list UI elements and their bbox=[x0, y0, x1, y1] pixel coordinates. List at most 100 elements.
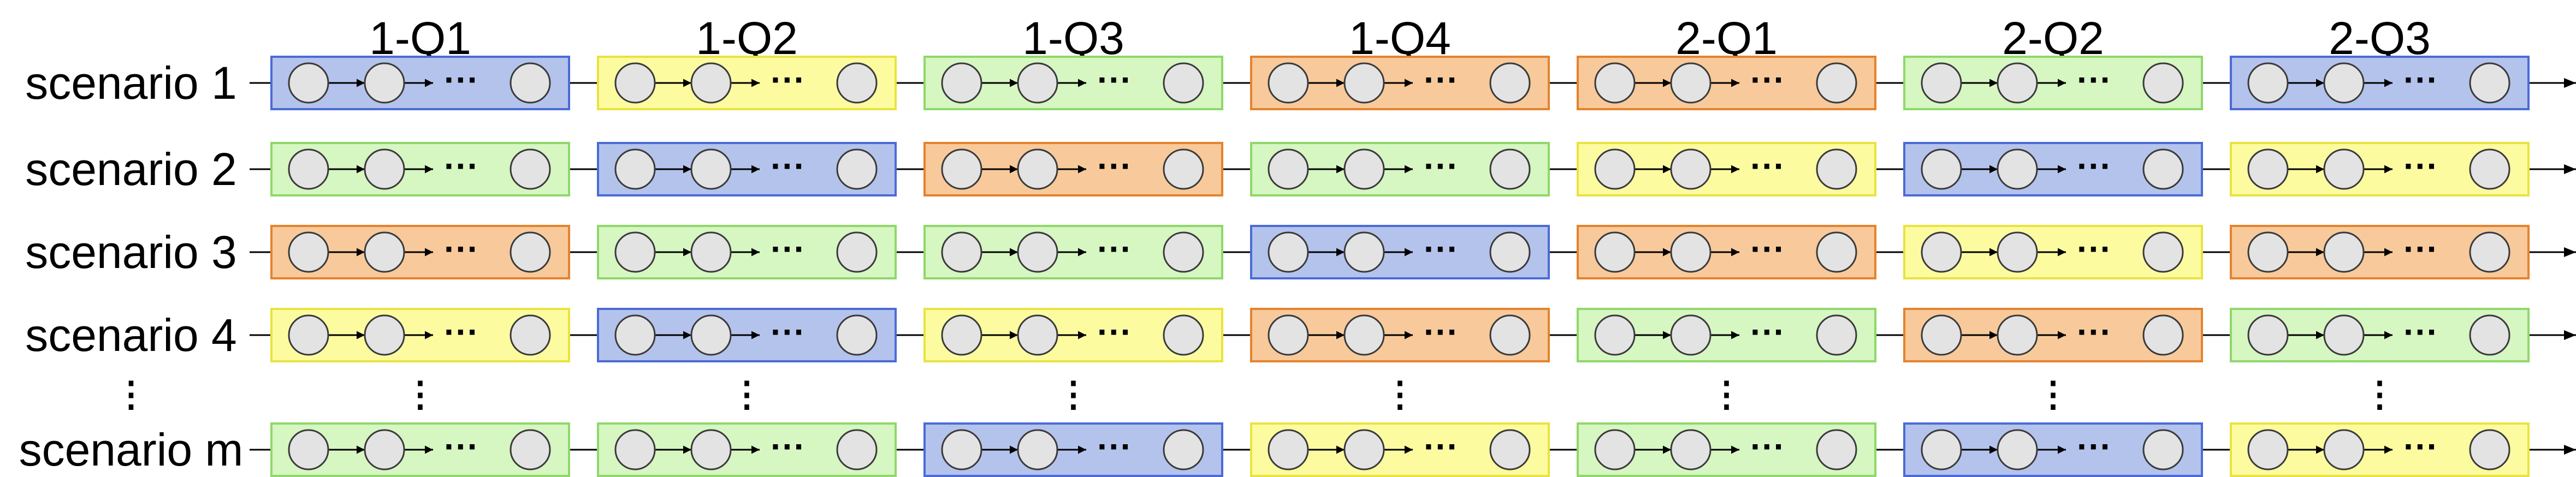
quarter-block-orange: ··· bbox=[1577, 56, 1876, 110]
state-node bbox=[2323, 62, 2365, 104]
state-node bbox=[2142, 62, 2184, 104]
state-node bbox=[2469, 148, 2510, 190]
timeline-arrowhead bbox=[2564, 330, 2576, 340]
timeline-arrowhead bbox=[2564, 445, 2576, 455]
state-node bbox=[1670, 314, 1712, 356]
state-node bbox=[941, 314, 982, 356]
ellipsis-dots: ··· bbox=[444, 312, 479, 351]
state-node bbox=[2247, 429, 2289, 470]
state-node bbox=[836, 429, 878, 470]
ellipsis-dots: ··· bbox=[2077, 146, 2112, 186]
state-node bbox=[614, 314, 656, 356]
ellipsis-dots: ··· bbox=[1424, 146, 1459, 186]
scenario-row: scenario 4····················· bbox=[25, 308, 2576, 362]
quarter-block-green: ··· bbox=[270, 142, 570, 196]
state-node bbox=[2247, 314, 2289, 356]
ellipsis-dots: ··· bbox=[1097, 312, 1132, 351]
state-node bbox=[941, 231, 982, 273]
state-node bbox=[614, 148, 656, 190]
state-node bbox=[2469, 62, 2510, 104]
state-node bbox=[1163, 429, 1204, 470]
vertical-ellipsis: ⋮ bbox=[2036, 374, 2071, 414]
quarter-block-yellow: ··· bbox=[270, 308, 570, 362]
state-node bbox=[614, 62, 656, 104]
state-node bbox=[1921, 231, 1962, 273]
state-node bbox=[1594, 148, 1636, 190]
state-node bbox=[510, 231, 551, 273]
state-node bbox=[288, 314, 329, 356]
ellipsis-dots: ··· bbox=[444, 60, 479, 99]
ellipsis-dots: ··· bbox=[2403, 60, 2438, 99]
column-header: 2-Q3 bbox=[2329, 13, 2431, 64]
state-node bbox=[1670, 148, 1712, 190]
quarter-block-orange: ··· bbox=[1903, 308, 2203, 362]
state-node bbox=[2142, 148, 2184, 190]
state-node bbox=[1816, 148, 1857, 190]
ellipsis-dots: ··· bbox=[1424, 60, 1459, 99]
ellipsis-dots: ··· bbox=[2403, 229, 2438, 269]
ellipsis-dots: ··· bbox=[1097, 229, 1132, 269]
state-node bbox=[836, 62, 878, 104]
column-header: 2-Q2 bbox=[2002, 13, 2104, 64]
ellipsis-dots: ··· bbox=[2077, 60, 2112, 99]
state-node bbox=[1343, 148, 1385, 190]
column-header: 1-Q2 bbox=[696, 13, 798, 64]
timeline-arrowhead bbox=[2564, 164, 2576, 174]
state-node bbox=[1816, 231, 1857, 273]
state-node bbox=[288, 429, 329, 470]
state-node bbox=[1017, 429, 1058, 470]
quarter-block-blue: ··· bbox=[1903, 142, 2203, 196]
state-node bbox=[1594, 231, 1636, 273]
state-node bbox=[1163, 314, 1204, 356]
quarter-block-orange: ··· bbox=[1577, 225, 1876, 279]
state-node bbox=[1017, 314, 1058, 356]
ellipsis-dots: ··· bbox=[2403, 427, 2438, 466]
vertical-ellipsis: ⋮ bbox=[1056, 374, 1091, 414]
quarter-block-green: ··· bbox=[1577, 422, 1876, 477]
state-node bbox=[836, 148, 878, 190]
quarter-block-green: ··· bbox=[1577, 308, 1876, 362]
state-node bbox=[1489, 429, 1531, 470]
quarter-block-yellow: ··· bbox=[1250, 422, 1550, 477]
quarter-block-orange: ··· bbox=[923, 142, 1223, 196]
state-node bbox=[510, 62, 551, 104]
state-node bbox=[2247, 231, 2289, 273]
state-node bbox=[614, 429, 656, 470]
state-node bbox=[1268, 231, 1309, 273]
state-node bbox=[1670, 62, 1712, 104]
ellipsis-dots: ··· bbox=[444, 146, 479, 186]
vertical-ellipsis-row: ⋮⋮⋮⋮⋮⋮⋮⋮ bbox=[114, 374, 2397, 414]
state-node bbox=[1268, 62, 1309, 104]
state-node bbox=[1816, 62, 1857, 104]
column-header: 2-Q1 bbox=[1675, 13, 1778, 64]
state-node bbox=[836, 314, 878, 356]
state-node bbox=[2323, 148, 2365, 190]
state-node bbox=[364, 314, 405, 356]
quarter-block-yellow: ··· bbox=[923, 308, 1223, 362]
state-node bbox=[1268, 148, 1309, 190]
column-header: 1-Q1 bbox=[369, 13, 471, 64]
quarter-block-green: ··· bbox=[597, 225, 897, 279]
state-node bbox=[690, 314, 732, 356]
state-node bbox=[364, 148, 405, 190]
state-node bbox=[941, 429, 982, 470]
state-node bbox=[510, 429, 551, 470]
vertical-ellipsis: ⋮ bbox=[2362, 374, 2397, 414]
state-node bbox=[690, 231, 732, 273]
state-node bbox=[690, 148, 732, 190]
state-node bbox=[1921, 314, 1962, 356]
vertical-ellipsis: ⋮ bbox=[1709, 374, 1744, 414]
state-node bbox=[1997, 62, 2038, 104]
state-node bbox=[364, 231, 405, 273]
timeline-arrowhead bbox=[2564, 247, 2576, 257]
column-header: 1-Q3 bbox=[1022, 13, 1124, 64]
vertical-ellipsis: ⋮ bbox=[403, 374, 438, 414]
state-node bbox=[2323, 231, 2365, 273]
state-node bbox=[1017, 62, 1058, 104]
state-node bbox=[1997, 231, 2038, 273]
quarter-block-blue: ··· bbox=[2230, 56, 2530, 110]
state-node bbox=[1816, 314, 1857, 356]
scenario-row: scenario m····················· bbox=[19, 422, 2576, 477]
state-node bbox=[1343, 429, 1385, 470]
